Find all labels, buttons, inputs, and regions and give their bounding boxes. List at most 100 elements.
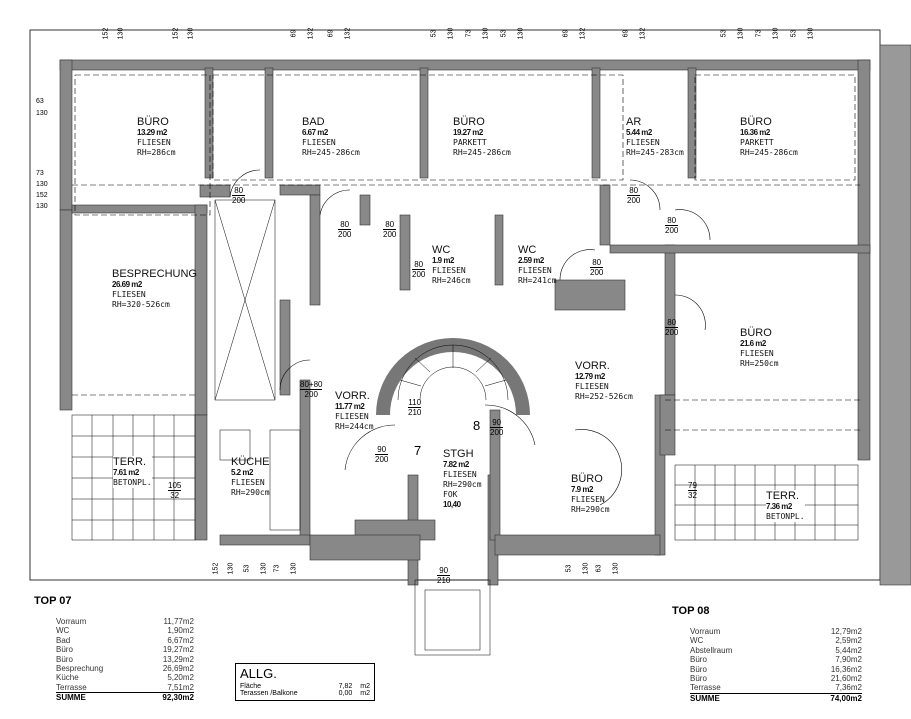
dimension-label: 130 [612,562,620,575]
room-floor: FLIESEN [626,138,660,147]
room-name: STGH [443,448,474,460]
fok-label: FOK [443,490,458,499]
room-name: VORR. [575,360,610,372]
room-name: BÜRO [453,116,485,128]
dimension-label: 73 [273,564,281,573]
dimension-label: 130 [737,27,745,40]
dimension-label: 69 [562,29,570,38]
room-floor: BETONPL. [766,512,805,521]
row-label: Terrasse [56,682,87,692]
room-height: RH=290cm [443,480,482,489]
sum-value: 92,30m2 [162,693,194,703]
room-name: AR [626,116,642,128]
dimension-label: 130 [36,181,48,188]
room-height: RH=290cm [231,488,270,497]
room-name: TERR. [766,490,799,502]
dimension-label: 69 [622,29,630,38]
dimension-label: 130 [517,27,525,40]
row-value: 19,27m2 [162,645,194,655]
room-area: 7.61 m2 [113,468,139,477]
room-area: 7.82 m2 [443,460,469,469]
row-label: Terrasse [690,683,721,693]
dimension-label: 130 [772,27,780,40]
door-swings [229,169,711,506]
room-floor: FLIESEN [231,478,265,487]
row-label: Büro [690,674,707,684]
room-floor: FLIESEN [740,349,774,358]
row-value: 5,44m2 [835,645,862,655]
dimension-label: 132 [307,27,315,40]
row-value: 26,69m2 [162,664,194,674]
room-name: BÜRO [137,116,169,128]
room-area: 7.36 m2 [766,502,792,511]
stair-number-8: 8 [473,418,481,433]
room-height: RH=250cm [740,359,779,368]
room-height: RH=241cm [518,276,557,285]
row-value: 5,20m2 [167,673,194,683]
walls [59,44,911,586]
room-name: BÜRO [740,327,772,339]
room-area: 5.2 m2 [231,468,253,477]
room-area: 5.44 m2 [626,128,652,137]
room-area: 11.77 m2 [335,402,365,411]
dimension-label: 130 [227,562,235,575]
row-label: Küche [56,673,79,683]
dimension-label: 152 [172,27,180,40]
room-name: BESPRECHUNG [112,268,197,280]
room-floor: PARKETT [740,138,774,147]
row-label: Bad [56,635,71,645]
dimension-label: 53 [430,29,438,38]
room-area: 6.67 m2 [302,128,328,137]
row-label: Vorraum [56,617,87,626]
room-floor: FLIESEN [575,382,609,391]
row-value: 7,36m2 [835,683,862,693]
room-name: BÜRO [740,116,772,128]
room-area: 26.69 m2 [112,280,142,289]
dimension-label: 132 [579,27,587,40]
row-value: 1,90m2 [167,626,194,636]
dimension-label: 130 [447,27,455,40]
allg-title: ALLG. [240,666,277,681]
room-height: RH=245-286cm [302,148,360,157]
room-area: 1.9 m2 [432,256,454,265]
dimension-label: 63 [36,98,44,105]
dimension-label: 130 [807,27,815,40]
room-area: 21.6 m2 [740,339,766,348]
dimension-label: 73 [36,170,44,177]
table-title: TOP 07 [34,595,72,607]
dimension-label: 132 [344,27,352,40]
dimension-label: 130 [260,562,268,575]
dimension-label: 130 [36,110,48,117]
room-area: 16.36 m2 [740,128,770,137]
room-name: TERR. [113,456,146,468]
room-height: RH=252-526cm [575,392,633,401]
dimension-label: 53 [720,29,728,38]
room-name: WC [432,244,451,256]
